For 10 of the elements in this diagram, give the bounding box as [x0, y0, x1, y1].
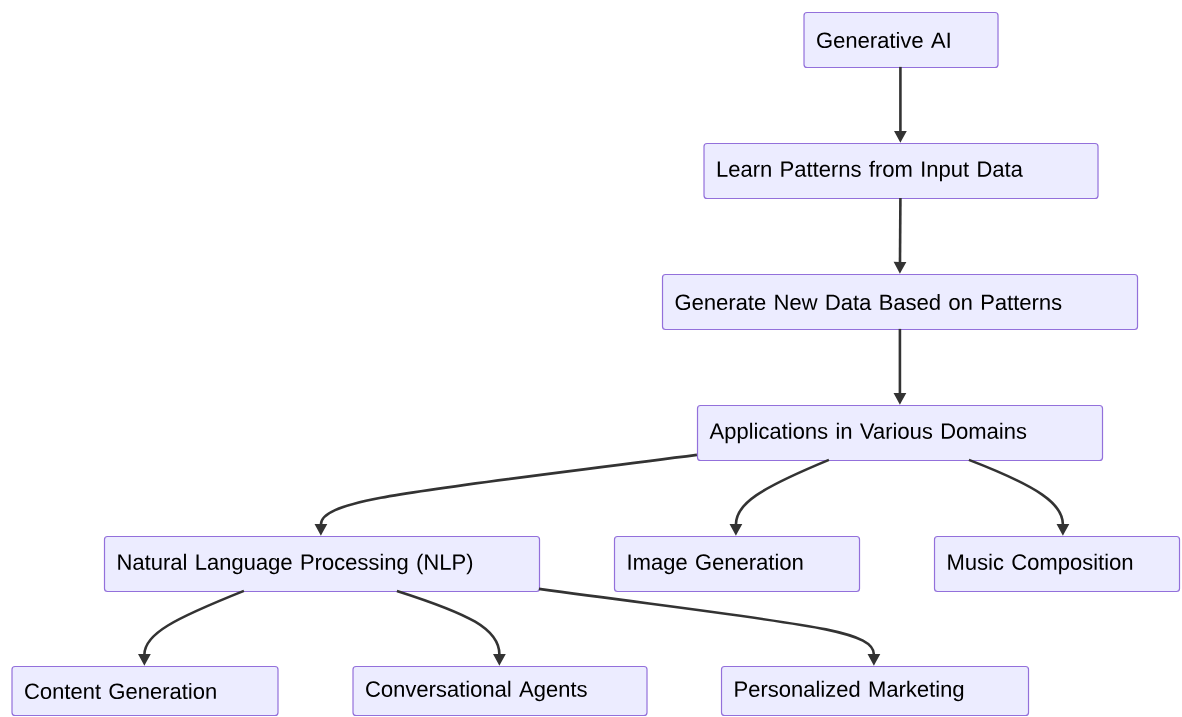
process-box: Conversational Agents — [352, 665, 648, 717]
process-box: Natural Language Processing (NLP) — [103, 535, 541, 593]
process-box: Generative AI — [803, 11, 999, 69]
process-box: Learn Patterns from Input Data — [703, 142, 1099, 200]
process-box: Personalized Marketing — [720, 665, 1030, 717]
process-box: Content Generation — [11, 665, 279, 717]
process-box: Music Composition — [933, 535, 1181, 593]
process-box: Generate New Data Based on Patterns — [661, 273, 1139, 331]
process-box: Image Generation — [613, 535, 861, 593]
process-box: Applications in Various Domains — [696, 404, 1104, 462]
